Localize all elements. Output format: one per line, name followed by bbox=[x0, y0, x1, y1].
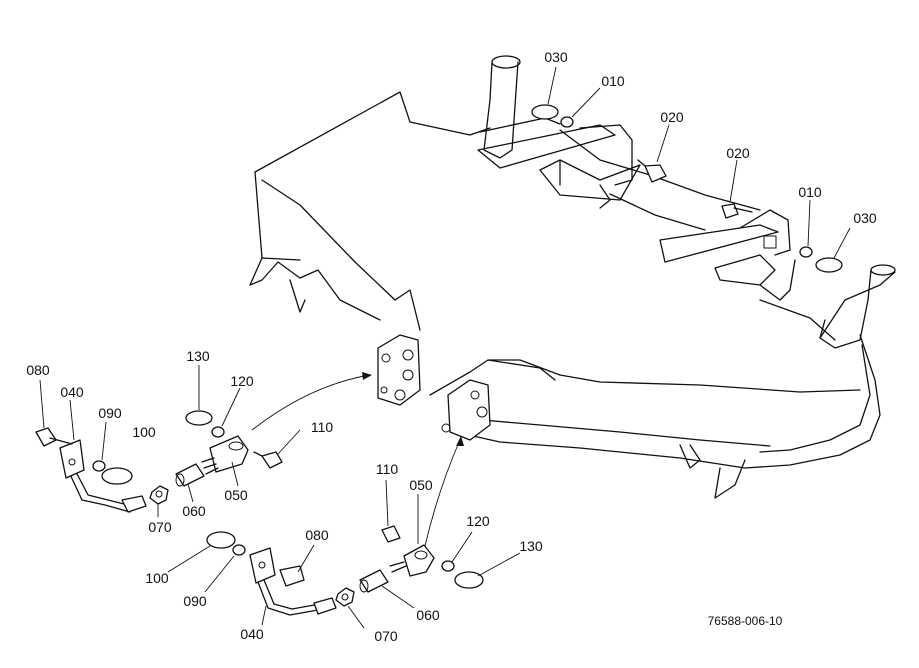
upper-ring-130 bbox=[185, 410, 213, 426]
top-pin-020 bbox=[637, 159, 667, 183]
label-080-lower: 080 bbox=[305, 527, 329, 543]
label-070-lower: 070 bbox=[374, 628, 398, 644]
right-washer-010 bbox=[799, 246, 813, 258]
lower-linkage-rod bbox=[249, 547, 337, 616]
right-lift-arm bbox=[659, 209, 796, 301]
label-110-upper: 110 bbox=[311, 419, 334, 435]
lower-washer-120 bbox=[441, 560, 455, 572]
lower-pin-110 bbox=[381, 525, 401, 543]
lower-clevis-050 bbox=[389, 544, 435, 577]
lower-clevis-pin-080 bbox=[279, 565, 305, 587]
label-010-top: 010 bbox=[601, 73, 625, 89]
label-020-right: 020 bbox=[726, 145, 750, 161]
upper-pin-110 bbox=[253, 451, 283, 469]
label-010-right: 010 bbox=[798, 184, 822, 200]
lower-ring-130 bbox=[454, 571, 484, 589]
rear-lift-arm bbox=[477, 55, 641, 209]
label-130-upper: 130 bbox=[186, 348, 210, 364]
label-070-upper: 070 bbox=[148, 519, 172, 535]
upper-linkage-rod bbox=[59, 439, 147, 513]
connection-arc-lower bbox=[423, 439, 461, 551]
part-number-labels: 030 010 020 020 010 030 080 040 090 100 … bbox=[26, 49, 877, 644]
label-020-top: 020 bbox=[660, 109, 684, 125]
top-ring-030 bbox=[531, 104, 559, 120]
label-080-upper: 080 bbox=[26, 362, 50, 378]
label-100-lower: 100 bbox=[145, 570, 169, 586]
right-ring-030 bbox=[815, 257, 843, 273]
right-pin-020 bbox=[721, 203, 753, 219]
left-hanger-bracket bbox=[377, 334, 421, 406]
label-060-upper: 060 bbox=[182, 503, 206, 519]
label-120-lower: 120 bbox=[466, 513, 490, 529]
arrowhead-lower bbox=[456, 436, 464, 446]
label-040-upper: 040 bbox=[60, 384, 84, 400]
lower-ring-100 bbox=[206, 531, 236, 549]
label-050-lower: 050 bbox=[409, 477, 433, 493]
upper-nut-070 bbox=[149, 485, 169, 505]
upper-turnbuckle-060 bbox=[175, 463, 205, 487]
label-030-top: 030 bbox=[544, 49, 568, 65]
label-120-upper: 120 bbox=[230, 373, 254, 389]
upper-washer-090 bbox=[92, 460, 106, 472]
lower-washer-090 bbox=[232, 544, 246, 556]
leader-lines bbox=[39, 66, 851, 629]
label-040-lower: 040 bbox=[240, 626, 264, 642]
lower-turnbuckle-060 bbox=[359, 569, 389, 593]
label-130-lower: 130 bbox=[519, 538, 543, 554]
label-110-lower: 110 bbox=[376, 461, 399, 477]
upper-ring-100 bbox=[101, 467, 133, 485]
lower-nut-070 bbox=[335, 587, 355, 607]
label-030-right: 030 bbox=[853, 210, 877, 226]
upper-washer-120 bbox=[211, 426, 225, 438]
right-hanger-bracket bbox=[441, 379, 491, 441]
upper-clevis-pin-080 bbox=[35, 427, 73, 447]
label-060-lower: 060 bbox=[416, 607, 440, 623]
label-090-lower: 090 bbox=[183, 593, 207, 609]
label-050-upper: 050 bbox=[224, 487, 248, 503]
drawing-code: 76588-006-10 bbox=[708, 614, 783, 628]
upper-clevis-050 bbox=[201, 435, 249, 475]
top-washer-010 bbox=[560, 116, 574, 128]
connection-arc-upper bbox=[251, 374, 371, 431]
front-pivot-post bbox=[819, 264, 896, 349]
label-090-upper: 090 bbox=[98, 405, 122, 421]
label-100-upper: 100 bbox=[132, 424, 156, 440]
arrowhead-upper bbox=[362, 372, 372, 380]
